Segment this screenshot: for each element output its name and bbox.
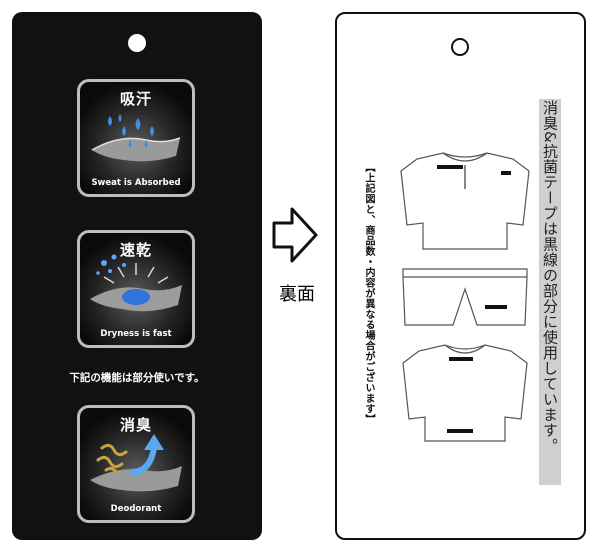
- partial-use-note: 下記の機能は部分使いです。: [69, 372, 205, 384]
- badge-title: 速乾: [119, 241, 152, 259]
- badge-title: 消臭: [119, 416, 152, 434]
- badge-caption: Dryness is fast: [100, 329, 172, 339]
- back-side-label: 裏面: [279, 284, 315, 305]
- water-drops-icon: [91, 114, 181, 162]
- tape-info-band: [539, 99, 561, 485]
- odor-arrow-icon: [90, 434, 182, 492]
- right-arrow-icon: [272, 207, 318, 263]
- tape-info-text: 消臭&抗菌テープは黒線の部分に使用しています。: [541, 100, 559, 454]
- sweat-absorbed-badge: 吸汗 Sweat is Absorbed: [77, 79, 195, 197]
- badge-title: 吸汗: [119, 90, 152, 108]
- badge-caption: Sweat is Absorbed: [91, 178, 181, 188]
- front-tag: 吸汗 Sweat is Absorbed 速乾 Dryness is f: [12, 12, 262, 540]
- tag-hole: [451, 38, 469, 56]
- jacket-illustration: [400, 152, 530, 250]
- deodorant-badge: 消臭 Deodorant: [77, 405, 195, 523]
- garment-diagram: [400, 152, 530, 442]
- tag-hole: [128, 34, 146, 52]
- back-tag: 【上記図と、商品数・内容が異なる場合がございます】 消臭&抗菌テープは黒線の部分…: [335, 12, 586, 540]
- badge-caption: Deodorant: [110, 504, 162, 514]
- drying-fabric-icon: [90, 254, 182, 312]
- dryness-fast-badge: 速乾 Dryness is fast: [77, 230, 195, 348]
- pants-illustration: [402, 268, 528, 326]
- shirt-illustration: [402, 344, 528, 442]
- content-disclaimer: 【上記図と、商品数・内容が異なる場合がございます】: [363, 162, 374, 425]
